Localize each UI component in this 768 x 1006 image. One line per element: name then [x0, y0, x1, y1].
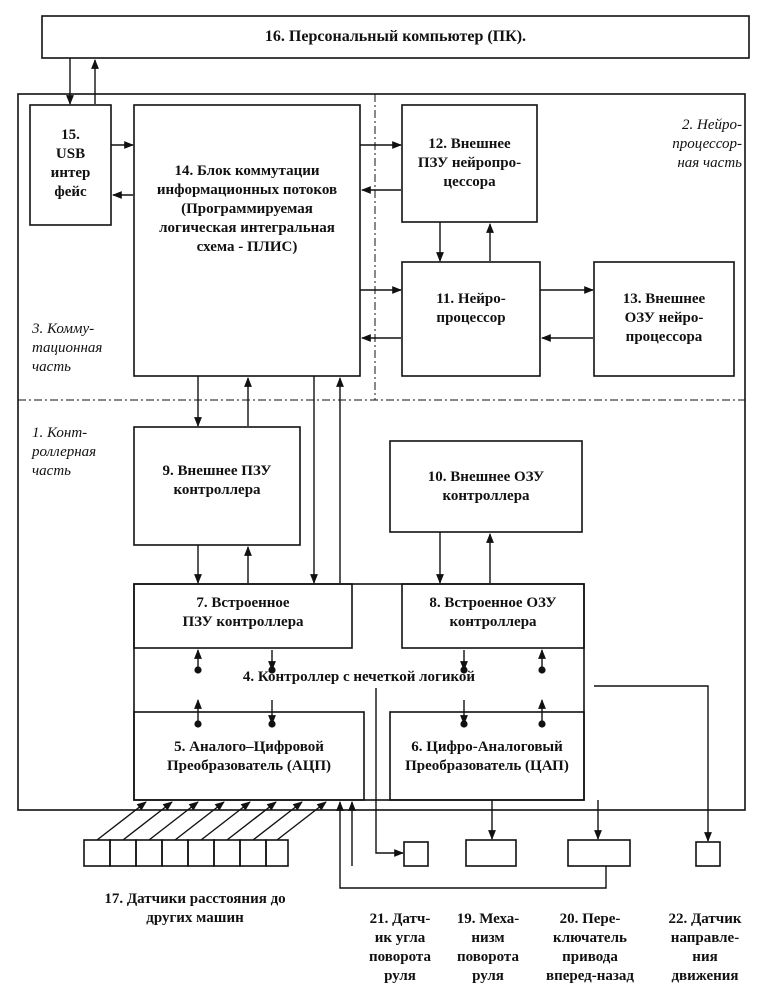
box-20-switch	[567, 839, 631, 867]
zone-controller-label: 1. Конт- роллерная часть	[32, 425, 97, 479]
distance-sensors-label: 17. Датчики расстояния до других машин	[104, 891, 286, 926]
neuroprocessor-label: 11. Нейро- процессор	[436, 291, 506, 326]
neuro-ram-label: 13. Внешнее ОЗУ нейро- процессора	[622, 291, 706, 345]
dac-label: 6. Цифро-Аналоговый Преобразователь (ЦАП…	[405, 739, 569, 774]
box-12	[401, 104, 538, 223]
neuro-rom-label: 12. Внешнее ПЗУ нейропро- цессора	[417, 136, 522, 190]
sensor-box	[187, 839, 215, 867]
controller-ext-ram-label: 10. Внешнее ОЗУ контроллера	[427, 469, 545, 504]
box-13	[593, 261, 735, 377]
fuzzy-controller-label: 4. Контроллер с нечеткой логикой	[242, 669, 476, 685]
box-11	[401, 261, 541, 377]
sensor-box	[135, 839, 163, 867]
controller-int-rom-label: 7. Встроенное ПЗУ контроллера	[182, 595, 304, 630]
direction-switch-label: 20. Пере- ключатель привода вперед-назад	[545, 911, 635, 984]
box-14	[133, 104, 361, 377]
pc-block-label: 16. Персональный компьютер (ПК).	[264, 28, 527, 45]
sensor-box	[161, 839, 189, 867]
box-22-sensor	[695, 841, 721, 867]
box-21-sensor	[403, 841, 429, 867]
zone-neuroprocessor-label: 2. Нейро- процессор- ная часть	[672, 117, 742, 171]
box-9	[133, 426, 301, 546]
zone-switching-label: 3. Комму- тационная часть	[32, 321, 103, 375]
sensor-box	[265, 839, 289, 867]
sensor-box	[109, 839, 137, 867]
sensor-box	[213, 839, 241, 867]
controller-ext-rom-label: 9. Внешнее ПЗУ контроллера	[162, 463, 272, 498]
box-8	[401, 583, 585, 649]
sensor-box	[239, 839, 267, 867]
box-15	[29, 104, 112, 226]
outer-frame	[17, 93, 746, 811]
box-5	[133, 711, 365, 801]
box-7	[133, 583, 353, 649]
steering-angle-sensor-label: 21. Датч- ик угла поворота руля	[369, 911, 431, 984]
controller-int-ram-label: 8. Встроенное ОЗУ контроллера	[429, 595, 557, 630]
usb-interface-label: 15. USB интер фейс	[50, 127, 91, 200]
box-16	[41, 15, 750, 59]
switching-unit-label: 14. Блок коммутации информационных поток…	[156, 163, 338, 255]
box-10	[389, 440, 583, 533]
adc-label: 5. Аналого–Цифровой Преобразователь (АЦП…	[166, 739, 332, 774]
sensor-box	[83, 839, 111, 867]
box-19-mechanism	[465, 839, 517, 867]
box-6	[389, 711, 585, 801]
steering-mechanism-label: 19. Меха- низм поворота руля	[456, 911, 520, 984]
motion-direction-sensor-label: 22. Датчик направле- ния движения	[668, 911, 742, 984]
